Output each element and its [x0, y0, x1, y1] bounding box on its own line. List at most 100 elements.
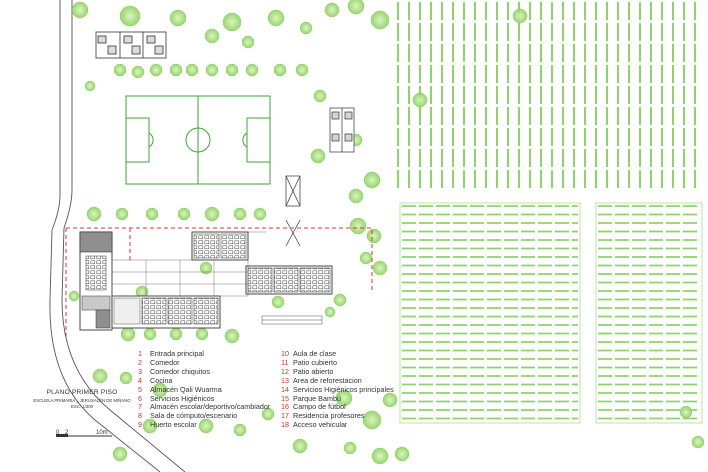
scale-label-0: 0: [56, 430, 60, 436]
legend-number: 2: [138, 357, 142, 367]
tree: [84, 80, 96, 92]
tree: [343, 441, 357, 455]
tree: [145, 207, 159, 221]
tree: [363, 171, 381, 189]
legend-label: Acceso vehicular: [293, 420, 348, 430]
tree: [241, 35, 255, 49]
tree: [333, 293, 347, 307]
crop-field-bottom-left: [399, 202, 581, 424]
penalty-arc-right: [242, 132, 248, 148]
classroom-block-east: [245, 265, 333, 295]
scale-bar: [56, 434, 112, 437]
residence-room: [107, 45, 117, 55]
legend-label: Campo de fútbol: [293, 402, 346, 412]
boundary-path: [66, 227, 373, 290]
legend-number: 6: [138, 393, 142, 403]
covered-patio-grid: [111, 231, 266, 297]
tree: [169, 327, 183, 341]
scale-label-10m: 10m: [96, 430, 108, 436]
tree: [86, 206, 102, 222]
tree: [313, 89, 327, 103]
tree: [359, 251, 373, 265]
tree: [691, 435, 705, 449]
toilet-cubicle: [344, 133, 353, 142]
tree: [195, 327, 209, 341]
tower-brace: [285, 219, 301, 247]
legend-label: Servicios Higiénicos principales: [293, 384, 394, 394]
tree: [120, 326, 136, 342]
tree: [245, 63, 259, 77]
steps-platform: [261, 315, 323, 325]
legend-number: 5: [138, 384, 142, 394]
tree: [412, 92, 428, 108]
legend-item: 18 Acceso vehicular: [281, 420, 394, 430]
tree: [372, 260, 388, 276]
tree: [119, 371, 133, 385]
tree-layer: [68, 0, 705, 465]
tree: [177, 207, 191, 221]
tree: [119, 5, 141, 27]
tree: [205, 63, 219, 77]
tree: [348, 188, 364, 204]
tree: [225, 63, 239, 77]
legend-number: 11: [281, 357, 289, 367]
penalty-arc-left: [148, 132, 154, 148]
legend-item: 6 Servicios Higiénicos: [138, 393, 270, 404]
covered-patio: [113, 297, 141, 325]
tree: [292, 438, 308, 454]
classroom-wing-south: [111, 295, 221, 329]
roads: [49, 0, 186, 472]
tree: [149, 63, 163, 77]
legend-label: Aula de clase: [293, 349, 337, 358]
tree: [169, 63, 183, 77]
tree: [299, 21, 313, 35]
tree: [185, 63, 199, 77]
classroom-block-north: [191, 231, 249, 261]
residence-room: [131, 45, 141, 55]
tree: [113, 63, 127, 77]
tree: [233, 423, 247, 437]
school-boundary-dashed: [65, 227, 373, 340]
tree: [371, 447, 389, 465]
tree: [68, 290, 80, 302]
classroom: [167, 297, 193, 325]
tower-frame: [285, 175, 301, 207]
classroom: [220, 233, 247, 259]
tree: [92, 368, 108, 384]
tree: [347, 0, 365, 15]
tree: [512, 8, 528, 24]
dining-block: [79, 231, 113, 331]
tree: [394, 446, 410, 462]
crop-field-bottom-right: [595, 202, 703, 424]
tower-structure: [285, 175, 301, 247]
kitchen-area: [79, 231, 113, 253]
tree: [142, 418, 158, 434]
penalty-area-right: [246, 117, 271, 163]
tree: [204, 206, 220, 222]
teacher-residence: [95, 31, 167, 59]
tree: [253, 207, 267, 221]
legend-label: Patio abierto: [293, 366, 334, 376]
tree: [222, 12, 242, 32]
legend-number: 18: [281, 420, 289, 430]
legend-label: Almacén escolar/deportivo/cambiador: [150, 402, 271, 412]
crop-field-top: [397, 2, 696, 188]
football-field: [125, 95, 271, 185]
legend-number: 4: [138, 375, 142, 385]
residence-room: [97, 35, 107, 44]
legend-label: Servicios Higiénicos: [150, 393, 215, 403]
small-dining: [81, 295, 111, 311]
